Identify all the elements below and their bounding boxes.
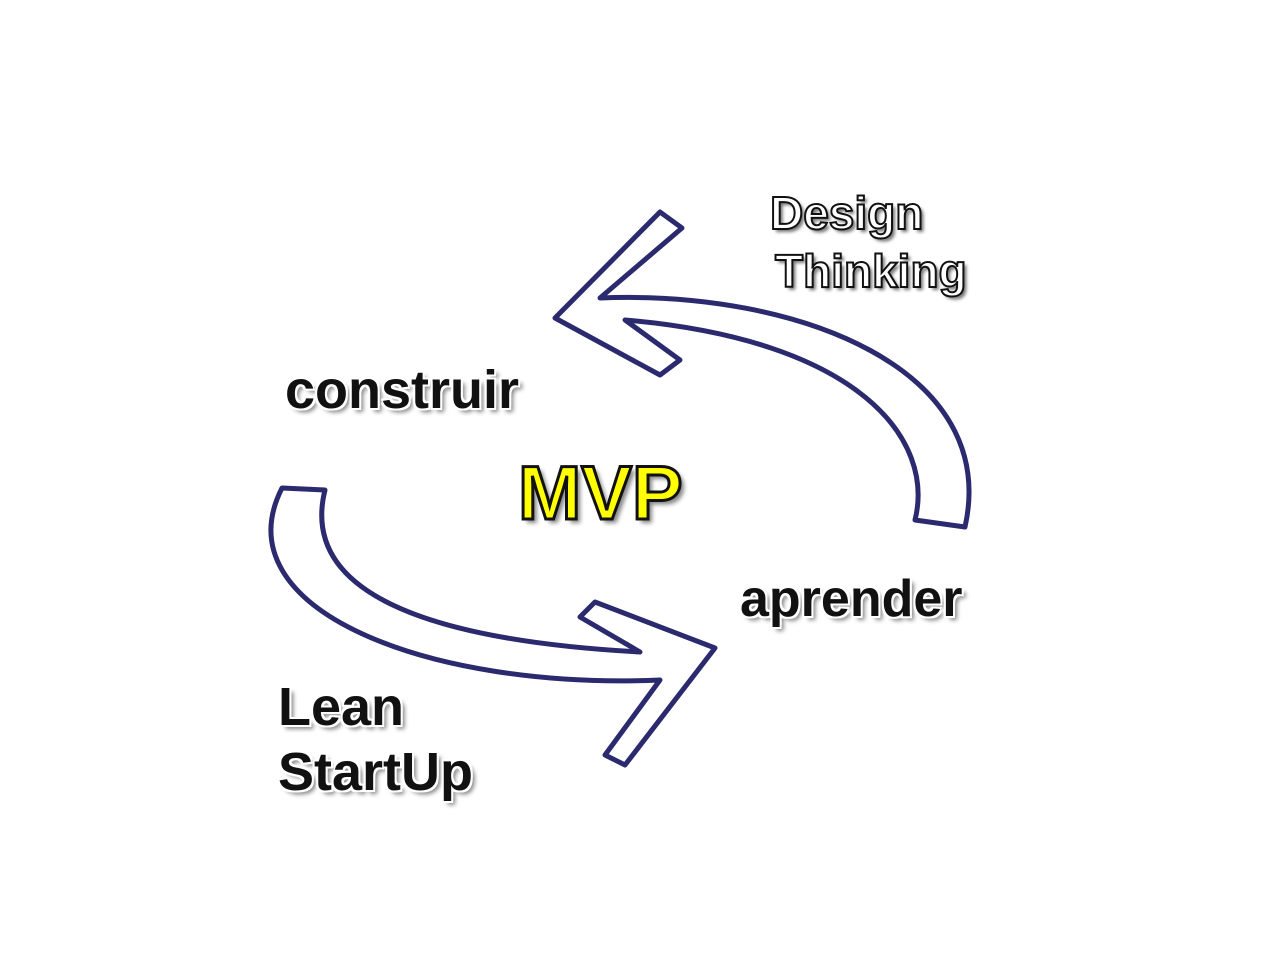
thinking-label: Thinking — [774, 245, 968, 297]
construir-label: construir — [285, 360, 520, 420]
lean-label: Lean — [278, 677, 405, 737]
mvp-label: MVP — [517, 451, 685, 536]
arrow-construir-to-aprender — [268, 485, 718, 768]
design-label: Design — [769, 187, 924, 239]
aprender-label: aprender — [740, 570, 963, 628]
arrow-aprender-to-construir — [552, 209, 972, 530]
startup-label: StartUp — [278, 742, 474, 802]
